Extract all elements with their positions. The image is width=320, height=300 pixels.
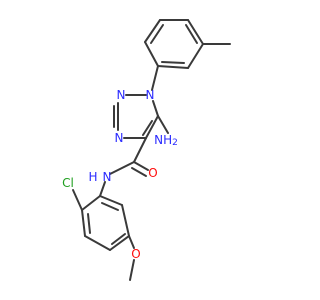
- bond: [121, 204, 130, 237]
- bond: [145, 115, 159, 139]
- chemical-structure-diagram: N N N NH2 O N H Cl O: [62, 19, 231, 281]
- atom-label-layer: N N N NH2 O N H Cl O: [62, 88, 178, 261]
- atom-n1: N: [146, 88, 155, 102]
- bond: [144, 41, 159, 67]
- bond: [187, 43, 204, 69]
- atom-chloro: Cl: [62, 176, 74, 190]
- atom-amide-h: H: [88, 170, 97, 184]
- bond: [133, 137, 147, 163]
- bond-carbonyl: [131, 167, 147, 177]
- bond-amino: [157, 115, 169, 134]
- bond: [81, 209, 86, 237]
- bond: [152, 100, 159, 117]
- amino-nh-label: NH: [154, 133, 172, 147]
- atom-n3: N: [115, 131, 124, 145]
- bond-double-inner: [142, 120, 153, 136]
- bond-double-inner: [87, 213, 91, 234]
- atom-methoxy-o: O: [131, 247, 140, 261]
- bond: [187, 19, 204, 45]
- bond-layer: [72, 19, 231, 281]
- bond: [81, 195, 101, 211]
- bond: [109, 235, 130, 251]
- bond-methoxy: [128, 235, 135, 249]
- bond: [84, 235, 111, 251]
- bond-double-inner: [101, 202, 119, 211]
- atom-amide-n: N: [103, 170, 112, 184]
- bond: [99, 195, 123, 206]
- bond-carbonyl: [133, 161, 149, 171]
- bond: [144, 19, 161, 43]
- bond-double-inner: [150, 24, 164, 44]
- bond-methoxy: [129, 259, 135, 281]
- bond-double-inner: [111, 233, 126, 245]
- atom-amino: NH2: [154, 133, 178, 148]
- bond: [157, 65, 189, 69]
- atom-carbonyl-o: O: [148, 166, 157, 180]
- bond-chloro: [72, 189, 83, 211]
- bond: [109, 161, 135, 175]
- amino-subscript: 2: [172, 138, 178, 148]
- bond-double-inner: [161, 61, 185, 64]
- bond-double-inner: [185, 24, 198, 44]
- atom-n2: N: [117, 88, 126, 102]
- bond: [99, 181, 106, 197]
- bond: [151, 65, 159, 91]
